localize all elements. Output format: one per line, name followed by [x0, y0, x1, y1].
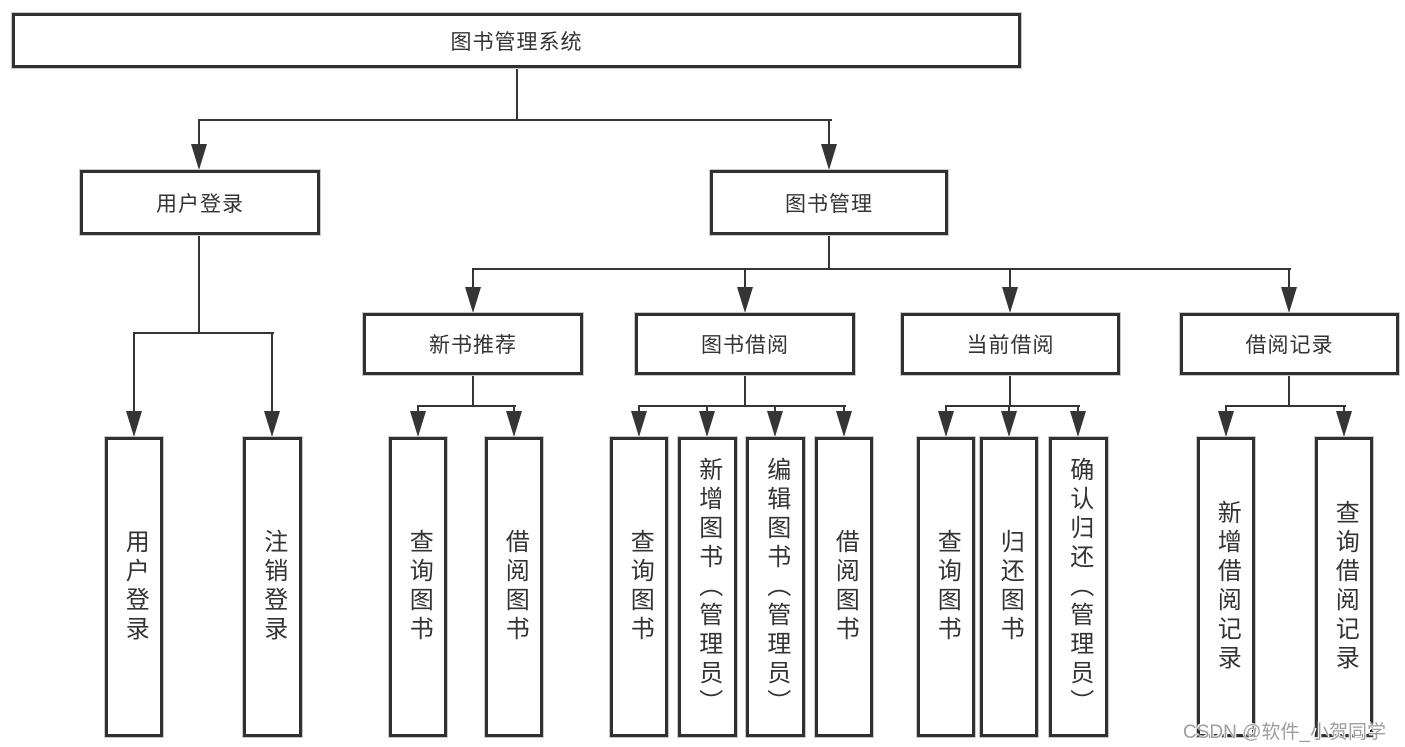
leaf-edit-books-admin-label: 编辑图书（管理员）	[762, 456, 790, 718]
node-root-label: 图书管理系统	[450, 30, 583, 54]
leaf-query-books-borrow-label: 查询图书	[626, 529, 654, 645]
connector-line	[472, 375, 474, 407]
node-new-book-recommend-label: 新书推荐	[429, 334, 517, 357]
leaf-query-books-recommend-label: 查询图书	[405, 529, 433, 645]
leaf-add-books-admin: 新增图书（管理员）	[678, 437, 737, 737]
leaf-return-books: 归还图书	[980, 437, 1038, 737]
arrow-down-icon	[506, 411, 522, 437]
connector-line	[133, 332, 135, 413]
node-user-login-label: 用户登录	[156, 192, 244, 216]
connector-line	[472, 268, 1291, 270]
arrow-down-icon	[191, 144, 207, 170]
connector-line	[417, 405, 419, 414]
connector-line	[1225, 405, 1227, 414]
node-borrow-records-label: 借阅记录	[1245, 334, 1334, 357]
leaf-user-login: 用户登录	[105, 437, 163, 737]
leaf-query-books-current: 查询图书	[917, 437, 975, 737]
connector-line	[198, 119, 832, 121]
connector-line	[417, 405, 516, 407]
connector-line	[638, 405, 640, 414]
leaf-query-books-current-label: 查询图书	[933, 529, 961, 645]
connector-line	[945, 405, 1080, 407]
arrow-down-icon	[1001, 411, 1017, 437]
leaf-borrow-books: 借阅图书	[815, 437, 873, 737]
connector-line	[516, 68, 518, 121]
node-book-borrow-label: 图书借阅	[701, 334, 789, 357]
arrow-down-icon	[1336, 411, 1352, 437]
arrow-down-icon	[767, 411, 783, 437]
connector-line	[472, 268, 474, 289]
arrow-down-icon	[1002, 287, 1018, 313]
connector-line	[1288, 268, 1290, 289]
connector-line	[1288, 375, 1290, 407]
arrow-down-icon	[1218, 411, 1234, 437]
node-root: 图书管理系统	[12, 13, 1021, 68]
connector-line	[198, 235, 200, 334]
connector-line	[744, 375, 746, 407]
leaf-query-books-borrow: 查询图书	[610, 437, 668, 737]
connector-line	[706, 405, 708, 414]
leaf-logout: 注销登录	[243, 437, 302, 737]
node-book-borrow: 图书借阅	[635, 313, 855, 375]
node-book-management-label: 图书管理	[785, 192, 873, 216]
connector-line	[828, 119, 830, 146]
arrow-down-icon	[938, 411, 954, 437]
connector-line	[133, 332, 274, 334]
arrow-down-icon	[836, 411, 852, 437]
connector-line	[945, 405, 947, 414]
connector-line	[1077, 405, 1079, 414]
leaf-user-login-label: 用户登录	[121, 529, 149, 645]
connector-line	[638, 405, 846, 407]
connector-line	[843, 405, 845, 414]
arrow-down-icon	[1281, 287, 1297, 313]
arrow-down-icon	[631, 411, 647, 437]
connector-line	[271, 332, 273, 413]
connector-line	[828, 235, 830, 270]
node-current-borrow: 当前借阅	[901, 313, 1120, 375]
leaf-borrow-books-recommend-label: 借阅图书	[501, 529, 529, 645]
connector-line	[1009, 268, 1011, 289]
leaf-add-books-admin-label: 新增图书（管理员）	[694, 456, 722, 718]
leaf-add-borrow-record: 新增借阅记录	[1197, 437, 1255, 737]
connector-line	[513, 405, 515, 414]
connector-line	[1008, 405, 1010, 414]
arrow-down-icon	[465, 287, 481, 313]
connector-line	[1343, 405, 1345, 414]
arrow-down-icon	[410, 411, 426, 437]
arrow-down-icon	[126, 411, 142, 437]
csdn-watermark: CSDN @软件_小贺同学	[1183, 722, 1386, 743]
arrow-down-icon	[821, 144, 837, 170]
arrow-down-icon	[264, 411, 280, 437]
leaf-add-borrow-record-label: 新增借阅记录	[1213, 500, 1241, 674]
arrow-down-icon	[1070, 411, 1086, 437]
arrow-down-icon	[737, 287, 753, 313]
leaf-return-books-label: 归还图书	[996, 529, 1024, 645]
node-borrow-records: 借阅记录	[1180, 313, 1399, 375]
connector-line	[198, 119, 200, 146]
leaf-logout-label: 注销登录	[259, 529, 287, 645]
arrow-down-icon	[699, 411, 715, 437]
node-current-borrow-label: 当前借阅	[966, 334, 1055, 357]
leaf-query-borrow-record-label: 查询借阅记录	[1331, 500, 1359, 674]
connector-line	[774, 405, 776, 414]
node-book-management: 图书管理	[710, 170, 948, 235]
leaf-confirm-return-admin-label: 确认归还（管理员）	[1065, 456, 1093, 718]
leaf-query-borrow-record: 查询借阅记录	[1315, 437, 1373, 737]
connector-line	[744, 268, 746, 289]
leaf-confirm-return-admin: 确认归还（管理员）	[1049, 437, 1108, 737]
leaf-borrow-books-label: 借阅图书	[831, 529, 859, 645]
leaf-edit-books-admin: 编辑图书（管理员）	[746, 437, 805, 737]
node-user-login: 用户登录	[80, 170, 320, 235]
connector-line	[1225, 405, 1346, 407]
node-new-book-recommend: 新书推荐	[363, 313, 583, 375]
leaf-borrow-books-recommend: 借阅图书	[485, 437, 543, 737]
leaf-query-books-recommend: 查询图书	[389, 437, 447, 737]
connector-line	[1009, 375, 1011, 407]
